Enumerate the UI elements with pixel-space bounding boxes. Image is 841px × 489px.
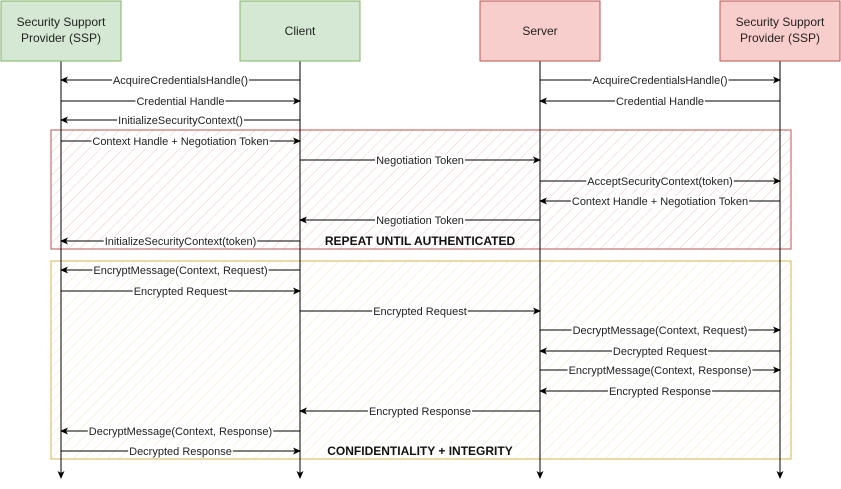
- message-label-bg: [591, 75, 729, 87]
- fragment-confidentiality-label: CONFIDENTIALITY + INTEGRITY: [327, 444, 512, 458]
- message-arrow: AcquireCredentialsHandle(): [60, 75, 300, 87]
- message-label-bg: [375, 155, 465, 167]
- message-label-bg: [92, 265, 269, 277]
- message-arrow: Credential Handle: [61, 96, 301, 108]
- participant-box: [479, 0, 601, 62]
- message-label-bg: [570, 196, 750, 208]
- participant-box: [0, 0, 122, 62]
- message-label: EncryptMessage(Context, Response): [569, 365, 752, 377]
- message-label-bg: [607, 386, 713, 398]
- message-label: Encrypted Request: [373, 306, 467, 318]
- message-arrow: DecryptMessage(Context, Request): [540, 325, 781, 337]
- message-arrow: Credential Handle: [539, 96, 780, 108]
- message-arrow: Decrypted Response: [61, 446, 301, 458]
- message-label: Context Handle + Negotiation Token: [92, 136, 268, 148]
- fragment-repeat-label: REPEAT UNTIL AUTHENTICATED: [325, 234, 516, 248]
- message-label: AcceptSecurityContext(token): [587, 176, 733, 188]
- participant-label: Provider (SSP): [21, 31, 101, 45]
- message-arrow: EncryptMessage(Context, Response): [540, 365, 781, 377]
- message-label-bg: [91, 136, 270, 148]
- message-label-bg: [372, 306, 468, 318]
- participant-box: [719, 0, 841, 62]
- message-label: Credential Handle: [136, 96, 224, 108]
- message-label-bg: [117, 115, 244, 127]
- message-label-bg: [614, 96, 706, 108]
- message-label: DecryptMessage(Context, Response): [89, 426, 272, 438]
- message-label: Credential Handle: [616, 96, 704, 108]
- message-arrow: Negotiation Token: [300, 155, 541, 167]
- message-arrow: EncryptMessage(Context, Request): [60, 265, 300, 277]
- message-label-bg: [87, 426, 274, 438]
- messages: AcquireCredentialsHandle() AcquireCredent…: [60, 75, 781, 458]
- message-label: AcquireCredentialsHandle(): [113, 75, 248, 87]
- participant-label: Security Support: [17, 15, 106, 29]
- message-label-bg: [611, 346, 709, 358]
- message-label: Negotiation Token: [376, 155, 464, 167]
- message-label-bg: [567, 365, 753, 377]
- message-label: Context Handle + Negotiation Token: [572, 196, 748, 208]
- participant-label: Provider (SSP): [740, 31, 820, 45]
- message-label-bg: [132, 286, 229, 298]
- message-arrow: AcceptSecurityContext(token): [540, 176, 781, 188]
- participant-server: Server: [479, 0, 601, 62]
- message-arrow: InitializeSecurityContext(): [60, 115, 300, 127]
- message-arrow: Context Handle + Negotiation Token: [539, 196, 780, 208]
- fragment-repeat-until-authenticated: REPEAT UNTIL AUTHENTICATED: [50, 129, 792, 250]
- message-label-bg: [128, 446, 233, 458]
- participant-label: Client: [285, 24, 316, 38]
- message-label-bg: [103, 236, 258, 248]
- message-label-bg: [586, 176, 734, 188]
- message-label: InitializeSecurityContext(token): [105, 236, 257, 248]
- message-label: Negotiation Token: [376, 215, 464, 227]
- participant-client: Client: [239, 0, 361, 62]
- message-arrow: Encrypted Response: [539, 386, 780, 398]
- message-label: Encrypted Response: [369, 406, 471, 418]
- message-arrow: InitializeSecurityContext(token): [60, 236, 300, 248]
- message-arrow: Encrypted Request: [61, 286, 301, 298]
- message-label-bg: [367, 406, 473, 418]
- message-label-bg: [375, 215, 465, 227]
- participant-box: [239, 0, 361, 62]
- message-label: Encrypted Response: [609, 386, 711, 398]
- message-label: AcquireCredentialsHandle(): [592, 75, 727, 87]
- message-arrow: Negotiation Token: [299, 215, 540, 227]
- message-label-bg: [135, 96, 226, 108]
- message-arrow: Context Handle + Negotiation Token: [61, 136, 301, 148]
- message-label: EncryptMessage(Context, Request): [93, 265, 267, 277]
- participant-label: Security Support: [736, 15, 825, 29]
- message-label: Decrypted Request: [613, 346, 707, 358]
- participant-label: Server: [522, 24, 557, 38]
- message-label: DecryptMessage(Context, Request): [573, 325, 748, 337]
- message-arrow: Encrypted Response: [299, 406, 540, 418]
- message-label-bg: [571, 325, 749, 337]
- message-arrow: DecryptMessage(Context, Response): [60, 426, 300, 438]
- message-arrow: Decrypted Request: [539, 346, 780, 358]
- message-label: InitializeSecurityContext(): [118, 115, 243, 127]
- message-arrow: Encrypted Request: [300, 306, 541, 318]
- message-label: Encrypted Request: [134, 286, 228, 298]
- message-arrow: AcquireCredentialsHandle(): [540, 75, 781, 87]
- message-label: Decrypted Response: [129, 446, 232, 458]
- message-label-bg: [111, 75, 250, 87]
